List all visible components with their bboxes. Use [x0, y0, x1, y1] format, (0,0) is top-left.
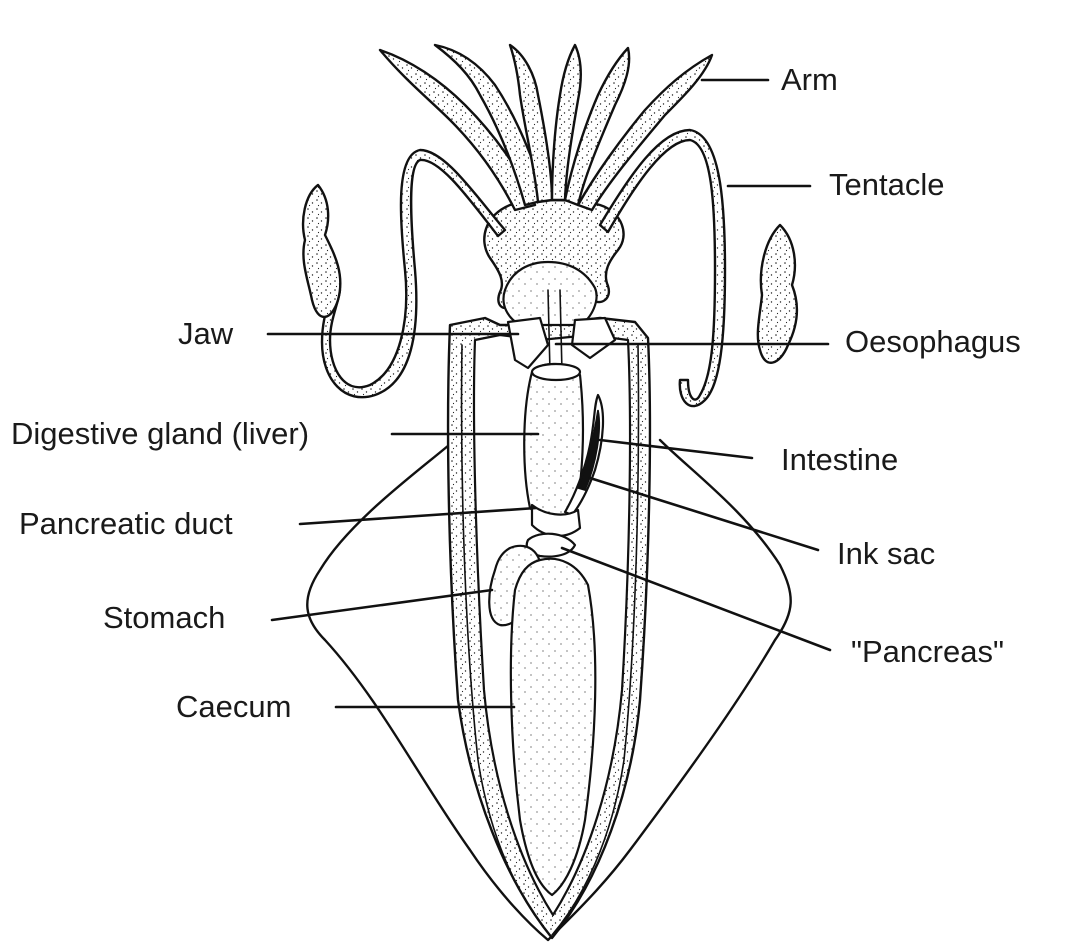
digestive-gland-top — [532, 364, 580, 380]
tentacle-club-right — [758, 225, 797, 363]
label-oesophagus: Oesophagus — [845, 324, 1021, 359]
tentacle-club-left — [303, 185, 340, 317]
label-pancreatic-duct: Pancreatic duct — [19, 506, 233, 541]
label-arm: Arm — [781, 62, 838, 97]
label-tentacle: Tentacle — [829, 167, 944, 202]
label-intestine: Intestine — [781, 442, 898, 477]
label-caecum: Caecum — [176, 689, 291, 724]
label-ink-sac: Ink sac — [837, 536, 935, 571]
label-pancreas: "Pancreas" — [851, 634, 1004, 669]
label-digestive-gland: Digestive gland (liver) — [11, 416, 309, 451]
label-jaw: Jaw — [178, 316, 234, 351]
label-stomach: Stomach — [103, 600, 225, 635]
arms — [380, 45, 712, 210]
